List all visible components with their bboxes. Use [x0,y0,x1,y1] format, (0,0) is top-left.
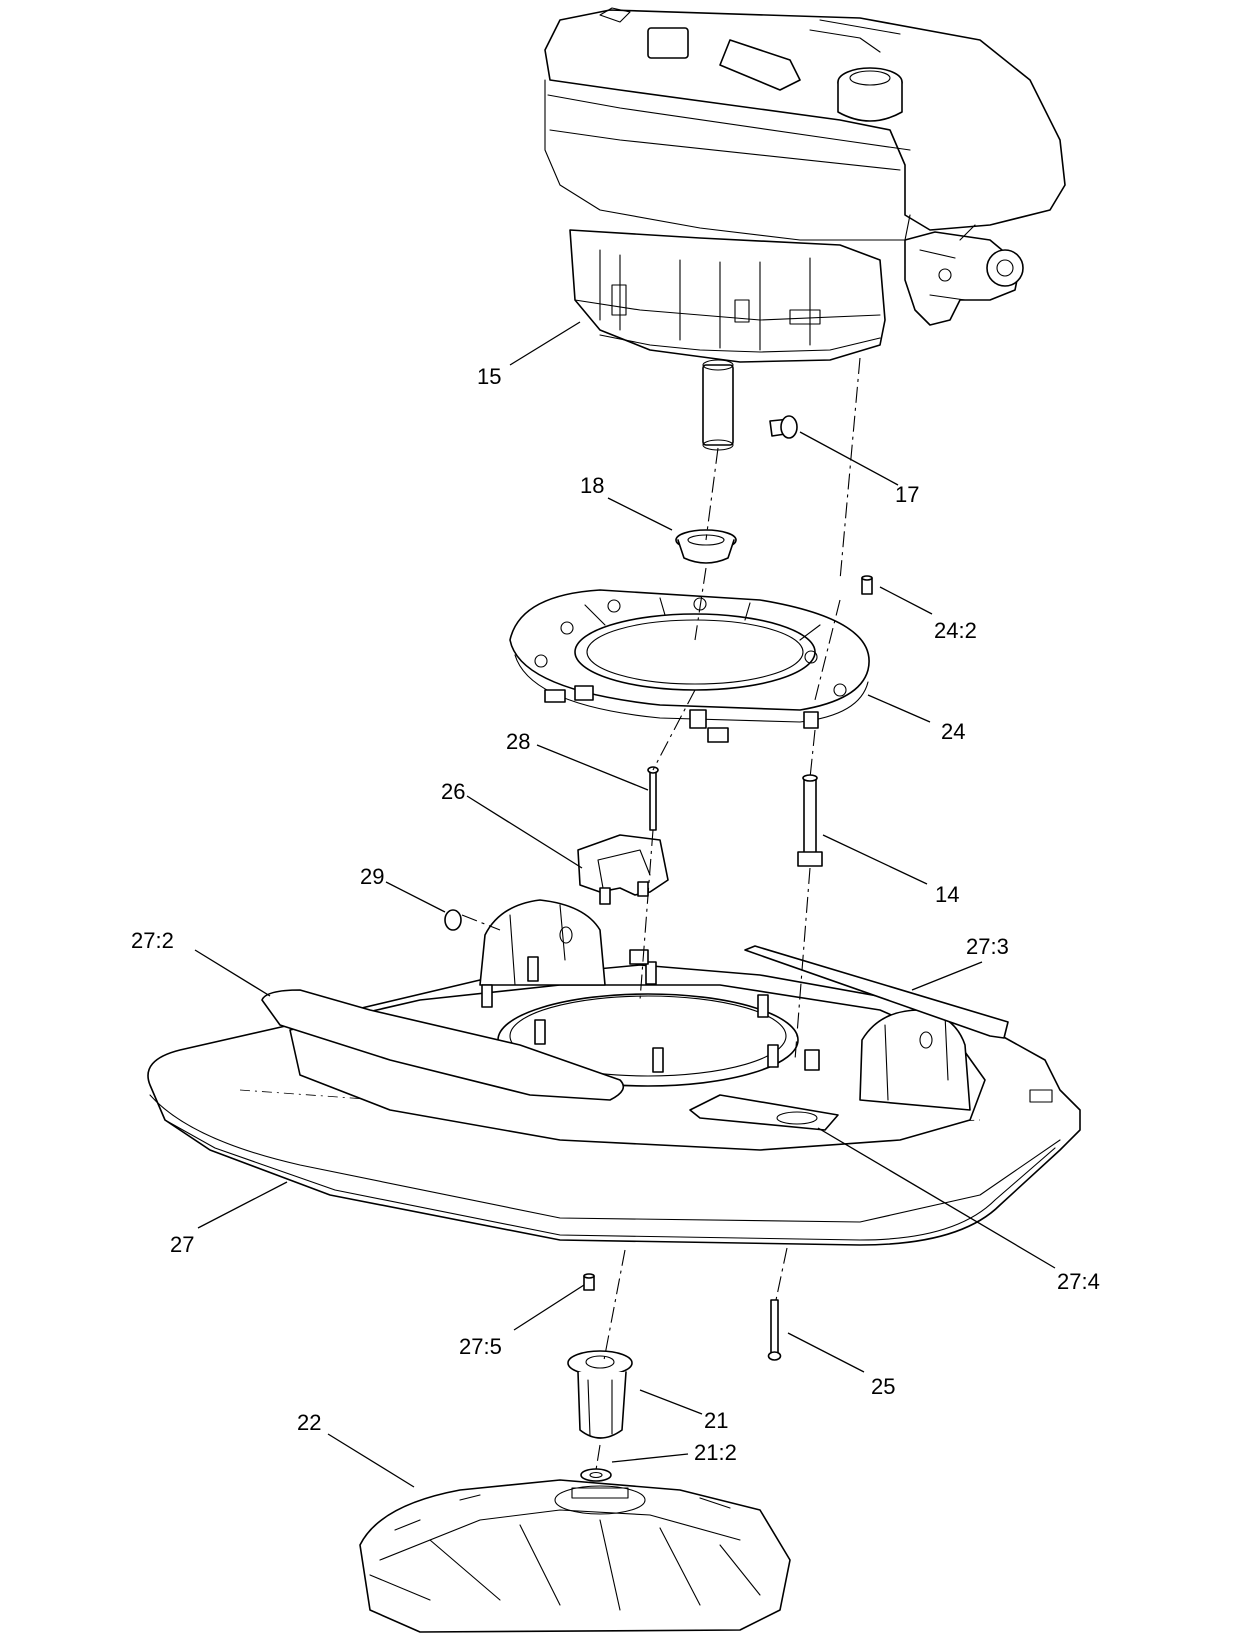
washer-lower-part [580,1468,612,1482]
washer-part [444,909,462,931]
bracket-part [577,834,669,905]
callout-21-2: 21:2 [694,1440,737,1465]
spacer-part [861,575,873,595]
callout-27-3: 27:3 [966,934,1009,959]
deck-part [147,899,1081,1246]
callout-27-2: 27:2 [131,928,174,953]
hub-part [567,1350,633,1439]
callout-24-2: 24:2 [934,618,977,643]
callout-26: 26 [441,779,465,804]
fan-part [359,1479,791,1633]
callout-17: 17 [895,482,919,507]
bolt-part [797,774,823,867]
spacer-lower-part [583,1273,595,1291]
engine-part [544,7,1066,451]
callout-14: 14 [935,882,959,907]
adapter-part [675,529,737,564]
callout-25: 25 [871,1374,895,1399]
callout-22: 22 [297,1410,321,1435]
callout-28: 28 [506,729,530,754]
callout-27-5: 27:5 [459,1334,502,1359]
callout-27-4: 27:4 [1057,1269,1100,1294]
key-part [769,415,798,439]
callout-18: 18 [580,473,604,498]
callout-27: 27 [170,1232,194,1257]
leader-lines [194,321,1056,1488]
callout-15: 15 [477,364,501,389]
screw-part [767,1299,782,1361]
callout-labels: 15 17 18 24:2 24 28 26 14 29 27:2 27:3 2… [131,364,1100,1465]
assembly-centerlines [461,357,861,1471]
callout-21: 21 [704,1408,728,1433]
callout-29: 29 [360,864,384,889]
callout-24: 24 [941,719,965,744]
mount-plate-part [509,589,870,743]
pin-part [647,766,659,831]
